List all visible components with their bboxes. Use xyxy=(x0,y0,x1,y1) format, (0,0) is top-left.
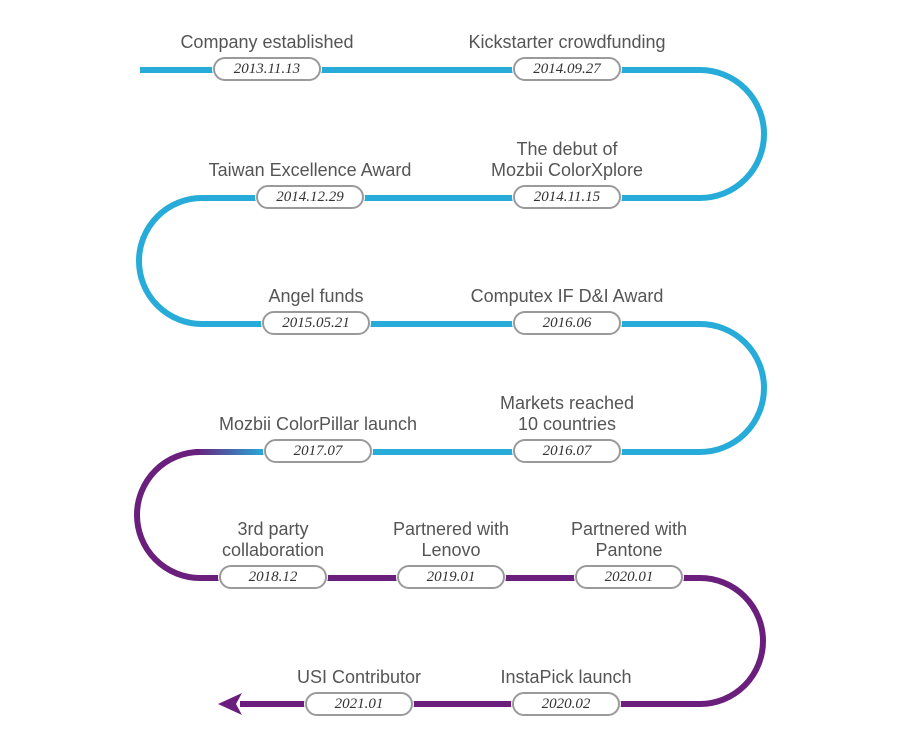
milestone-company-established: Company established 2013.11.13 xyxy=(147,32,387,81)
date-pill: 2018.12 xyxy=(219,565,327,589)
milestone-kickstarter: Kickstarter crowdfunding 2014.09.27 xyxy=(447,32,687,81)
milestone-label: Company established xyxy=(180,32,354,52)
milestone-label: InstaPick launch xyxy=(500,667,632,687)
milestone-pantone: Partnered with Pantone 2020.01 xyxy=(509,519,749,589)
milestone-taiwan-excellence: Taiwan Excellence Award 2014.12.29 xyxy=(190,160,430,209)
date-pill: 2013.11.13 xyxy=(213,57,321,81)
milestone-label: The debut of Mozbii ColorXplore xyxy=(490,139,644,180)
date-pill: 2014.09.27 xyxy=(513,57,621,81)
date-pill: 2016.07 xyxy=(513,439,621,463)
milestone-label: 3rd party collaboration xyxy=(221,519,325,560)
milestone-label: Kickstarter crowdfunding xyxy=(468,32,666,52)
date-pill: 2020.01 xyxy=(575,565,683,589)
milestone-third-party-collaboration: 3rd party collaboration 2018.12 xyxy=(153,519,393,589)
date-pill: 2017.07 xyxy=(264,439,372,463)
timeline-path-purple xyxy=(134,449,766,707)
timeline-arrow-head xyxy=(218,693,242,715)
milestone-angel-funds: Angel funds 2015.05.21 xyxy=(196,286,436,335)
milestone-markets-reached: Markets reached 10 countries 2016.07 xyxy=(447,393,687,463)
date-pill: 2015.05.21 xyxy=(262,311,370,335)
milestone-lenovo: Partnered with Lenovo 2019.01 xyxy=(331,519,571,589)
milestone-label: Partnered with Pantone xyxy=(570,519,688,560)
milestone-label: USI Contributor xyxy=(296,667,422,687)
timeline-path-blue xyxy=(136,67,767,455)
date-pill: 2021.01 xyxy=(305,692,413,716)
date-pill: 2014.12.29 xyxy=(256,185,364,209)
milestone-label: Taiwan Excellence Award xyxy=(208,160,412,180)
date-pill: 2020.02 xyxy=(512,692,620,716)
date-pill: 2019.01 xyxy=(397,565,505,589)
milestone-label: Computex IF D&I Award xyxy=(470,286,664,306)
milestone-label: Markets reached 10 countries xyxy=(499,393,635,434)
milestone-computex-award: Computex IF D&I Award 2016.06 xyxy=(447,286,687,335)
milestone-usi-contributor: USI Contributor 2021.01 xyxy=(239,667,479,716)
milestone-label: Mozbii ColorPillar launch xyxy=(218,414,418,434)
milestone-instapick-launch: InstaPick launch 2020.02 xyxy=(446,667,686,716)
date-pill: 2014.11.15 xyxy=(513,185,621,209)
date-pill: 2016.06 xyxy=(513,311,621,335)
milestone-colorpillar-launch: Mozbii ColorPillar launch 2017.07 xyxy=(198,414,438,463)
milestone-colorxplore-debut: The debut of Mozbii ColorXplore 2014.11.… xyxy=(447,139,687,209)
milestone-label: Partnered with Lenovo xyxy=(392,519,510,560)
milestone-label: Angel funds xyxy=(268,286,364,306)
